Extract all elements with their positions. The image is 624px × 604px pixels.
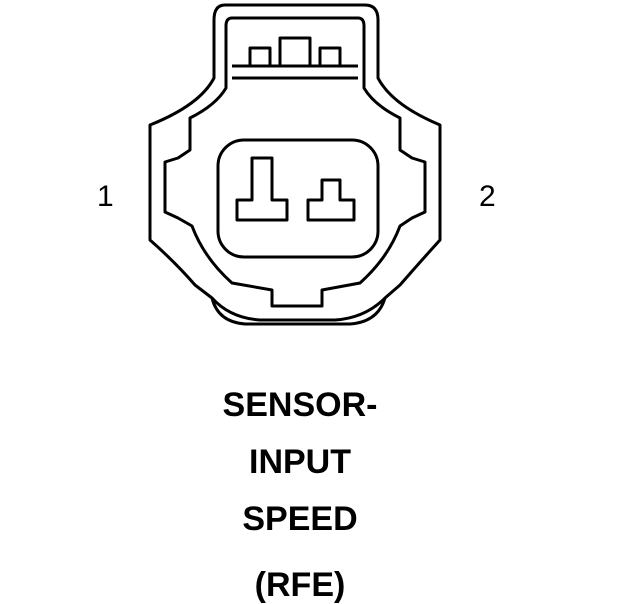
latch-tab-center [278,36,312,66]
caption-line-2: INPUT [249,443,351,481]
caption-line-1: SENSOR- [222,386,378,424]
pin-label-2: 2 [479,180,496,213]
terminal-1 [235,156,289,222]
latch-tab-left [248,46,272,66]
caption-line-3: SPEED [242,500,358,538]
pin-label-1: 1 [97,180,114,213]
connector-bottom-lip [210,296,387,322]
terminal-2 [306,178,356,222]
connector-outer-shell [148,3,442,326]
latch-tab-right [318,46,342,66]
pin-cavity [216,138,380,259]
connector-inner-shell [163,16,427,308]
caption-line-4: (RFE) [254,566,346,604]
